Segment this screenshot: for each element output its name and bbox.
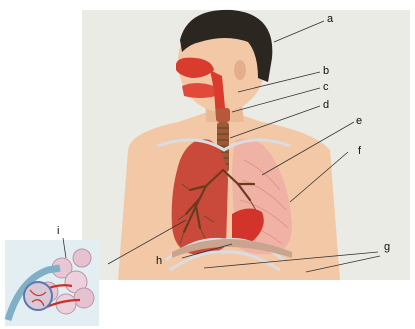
alveolus	[73, 249, 91, 267]
ear	[234, 60, 246, 80]
label-e: e	[356, 116, 362, 127]
alveolus	[56, 294, 76, 314]
alveolus	[74, 288, 94, 308]
mouth-cavity	[182, 83, 216, 98]
larynx	[216, 108, 230, 122]
label-h: h	[156, 256, 162, 267]
label-i: i	[57, 226, 59, 237]
alveoli-inset	[5, 240, 99, 326]
label-g: g	[384, 242, 390, 253]
label-f: f	[358, 146, 361, 157]
label-a: a	[327, 14, 333, 25]
label-d: d	[323, 100, 329, 111]
label-c: c	[323, 82, 329, 93]
label-b: b	[323, 66, 329, 77]
